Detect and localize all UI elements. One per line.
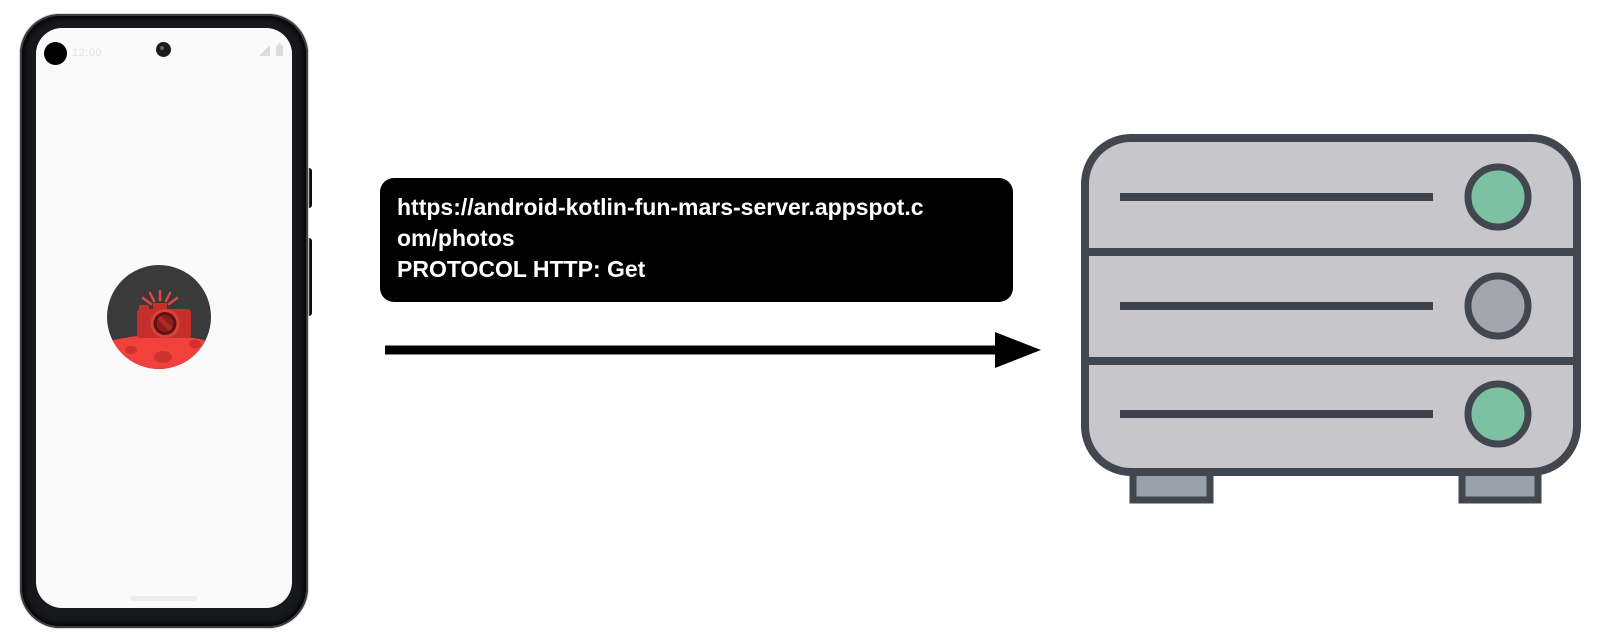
phone-screen: 12:00	[36, 28, 292, 608]
server-illustration	[1081, 134, 1581, 504]
red-planet	[107, 335, 211, 369]
led-indicator	[1464, 272, 1532, 340]
battery-icon	[276, 43, 283, 56]
mars-photos-app-icon	[107, 265, 211, 369]
request-url: https://android-kotlin-fun-mars-server.a…	[397, 194, 924, 251]
led-indicator	[1464, 380, 1532, 448]
signal-icon	[259, 45, 270, 56]
status-bar-dot	[44, 42, 67, 65]
home-indicator	[130, 596, 197, 601]
request-protocol: PROTOCOL HTTP: Get	[397, 256, 646, 282]
front-camera-icon	[156, 42, 171, 57]
request-arrow-icon	[385, 332, 1041, 368]
camera-icon	[137, 289, 191, 338]
request-box: https://android-kotlin-fun-mars-server.a…	[380, 178, 1013, 302]
led-indicator	[1464, 163, 1532, 231]
phone-illustration: 12:00	[20, 14, 312, 628]
flash-rays	[141, 289, 179, 306]
status-bar-time: 12:00	[72, 47, 103, 59]
